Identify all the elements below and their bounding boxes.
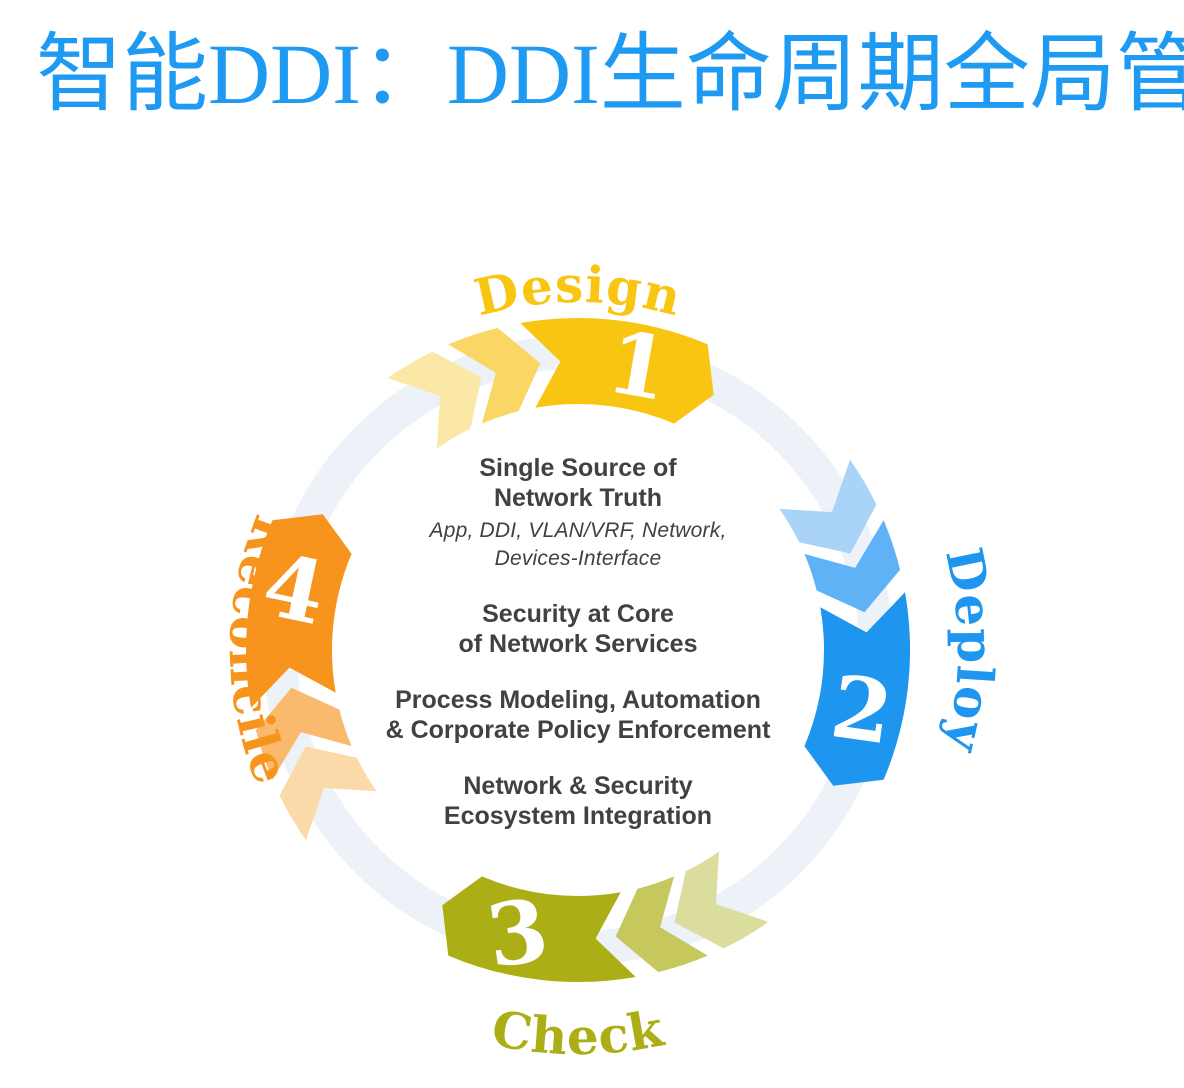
- stage-band-reconcile: [245, 514, 352, 708]
- stage-reconcile-chevron-light-icon: [279, 746, 377, 841]
- stage-deploy: 2 Deploy: [779, 459, 1006, 786]
- center-item-subtext: App, DDI, VLAN/VRF, Network, Devices-Int…: [429, 519, 727, 570]
- stage-number-deploy: 2: [825, 656, 898, 764]
- stage-band-deploy: [804, 592, 911, 786]
- center-item: Security at Core of Network Services: [338, 599, 818, 659]
- center-item-heading: Network & Security Ecosystem Integration: [443, 772, 713, 830]
- stage-design-chevron-light-icon: [387, 351, 482, 449]
- stage-check-chevron-light-icon: [674, 851, 769, 949]
- stage-deploy-chevron-light-icon: [779, 459, 877, 554]
- stage-label-design: Design: [469, 255, 688, 328]
- stage-check-chevron-mid-icon: [615, 876, 708, 973]
- center-item-heading: Security at Core of Network Services: [458, 600, 698, 658]
- center-item: Process Modeling, Automation & Corporate…: [338, 685, 818, 745]
- page-title: 智能DDI：DDI生命周期全局管理: [36, 26, 1184, 122]
- stage-design-chevron-mid-icon: [448, 327, 541, 424]
- stage-reconcile-chevron-mid-icon: [255, 687, 352, 780]
- center-item: Network & Security Ecosystem Integration: [338, 771, 818, 831]
- stage-band-design: [520, 317, 714, 424]
- stage-number-check: 3: [481, 880, 554, 988]
- center-item-heading: Process Modeling, Automation & Corporate…: [385, 686, 771, 744]
- stage-deploy-chevron-mid-icon: [804, 520, 901, 613]
- stage-band-check: [442, 876, 636, 983]
- stage-label-deploy: Deploy: [934, 543, 1006, 759]
- center-item-heading: Single Source of Network Truth: [479, 454, 677, 512]
- stage-label-check: Check: [488, 998, 669, 1066]
